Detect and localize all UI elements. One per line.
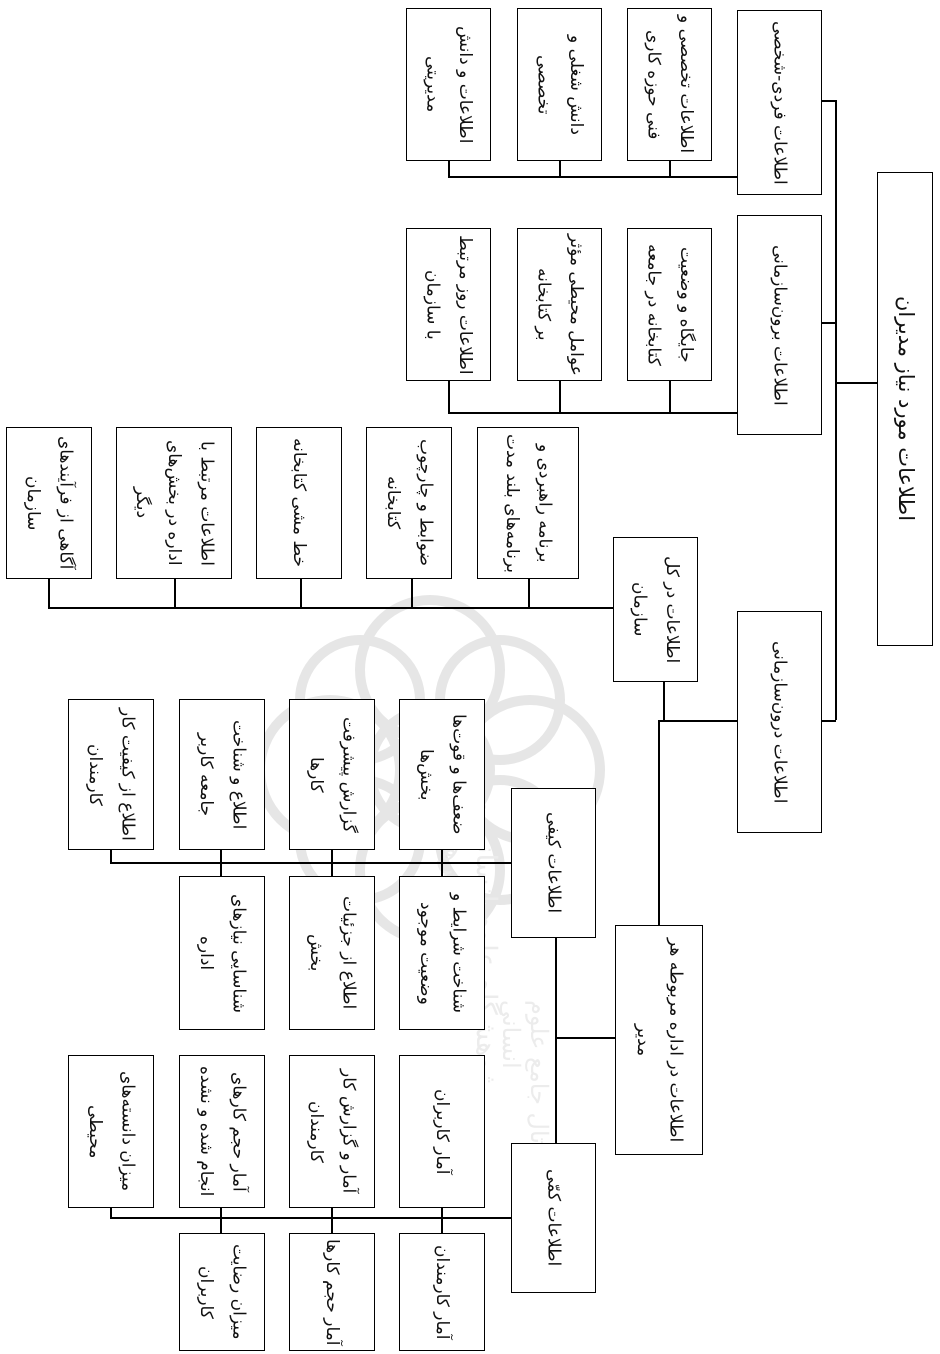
- external-info-item: جایگاه و وضعیت کتابخانه در جامعه: [627, 228, 712, 381]
- connector-line: [110, 1207, 112, 1218]
- qualitative-info-item: اطلاع از جزئیات بخش: [289, 876, 375, 1030]
- personal-info-item: اطلاعات و دانش مدیریتی: [406, 8, 491, 161]
- qualitative-info-item: ضعف‌ها و قوت‌ها بخش‌ها: [399, 699, 485, 850]
- external-info-node: اطلاعات برون‌سازمانی: [737, 215, 822, 435]
- connector-line: [48, 578, 50, 608]
- organization-info-item: ضوابط و چارچوب کتابخانه: [366, 427, 452, 579]
- qualitative-info-node: اطلاعات کیفی: [511, 788, 596, 938]
- connector-line: [411, 578, 413, 608]
- root-node: اطلاعات مورد نیاز مدیران: [877, 172, 933, 646]
- connector-line: [448, 176, 738, 178]
- department-info-node: اطلاعات در اداره مربوطه هر مدیر: [615, 925, 703, 1155]
- personal-info-item: اطلاعات تخصصی و فنی حوزه کاری: [627, 8, 712, 161]
- external-info-item: عوامل محیطی مؤثر بر کتابخانه: [517, 228, 602, 381]
- connector-line: [822, 100, 836, 102]
- connector-line: [555, 1037, 616, 1039]
- connector-line: [110, 1217, 512, 1219]
- qualitative-info-item: اطلاع و شناخت جامعه کاربر: [179, 699, 265, 850]
- connector-line: [836, 382, 878, 384]
- connector-line: [822, 322, 836, 324]
- quantitative-info-item: آمار و گزارش کار کارمندان: [289, 1055, 375, 1208]
- quantitative-info-item: آمار کاربران: [399, 1055, 485, 1208]
- connector-line: [663, 682, 665, 722]
- connector-line: [658, 720, 666, 722]
- connector-line: [110, 849, 112, 863]
- connector-line: [331, 849, 333, 877]
- connector-line: [448, 160, 450, 177]
- quantitative-info-item: آمار حجم کارهای انجام شده و نشده: [179, 1055, 265, 1208]
- connector-line: [835, 100, 837, 720]
- connector-line: [448, 380, 450, 413]
- organization-info-item: اطلاعات مرتبط با اداره در بخش‌های دیگر: [116, 427, 232, 579]
- connector-line: [300, 578, 302, 608]
- connector-line: [528, 578, 530, 608]
- connector-line: [664, 720, 738, 722]
- connector-line: [559, 380, 561, 413]
- organization-info-node: اطلاعات در کل سازمان: [613, 537, 698, 682]
- quantitative-info-node: اطلاعات کمّی: [511, 1143, 596, 1293]
- quantitative-info-item: میزان دانسته‌های محیطی: [68, 1055, 154, 1208]
- connector-line: [110, 862, 512, 864]
- external-info-item: اطلاعات روز مرتبط با سازمان: [406, 228, 491, 381]
- personal-info-item: دانش شغلی و تخصصی: [517, 8, 602, 161]
- connector-line: [441, 1207, 443, 1234]
- connector-line: [559, 160, 561, 177]
- connector-line: [220, 849, 222, 877]
- connector-line: [174, 578, 176, 608]
- qualitative-info-item: گزارش پیشرفت کارها: [289, 699, 375, 850]
- connector-line: [48, 607, 613, 609]
- personal-info-node: اطلاعات فردی-شخصی: [737, 10, 822, 195]
- organization-info-item: آگاهی از فرآیندهای سازمان: [6, 427, 92, 579]
- connector-line: [669, 380, 671, 413]
- organization-info-item: خط مشی کتابخانه: [256, 427, 342, 579]
- connector-line: [555, 938, 557, 1144]
- watermark-text-secondary: پرتال جامع علوم انسانی: [497, 1000, 553, 1164]
- connector-line: [331, 1207, 333, 1234]
- qualitative-info-item: اطلاع از کیفیت کار کارمندان: [68, 699, 154, 850]
- internal-info-node: اطلاعات درون‌سازمانی: [737, 611, 822, 833]
- connector-line: [822, 720, 836, 722]
- quantitative-info-item: میزان رضایت کاربران: [179, 1233, 265, 1351]
- connector-line: [448, 412, 738, 414]
- connector-line: [669, 160, 671, 177]
- connector-line: [220, 1207, 222, 1234]
- qualitative-info-item: شناخت شرایط و وضعیت موجود: [399, 876, 485, 1030]
- quantitative-info-item: آمار حجم کارها: [289, 1233, 375, 1351]
- quantitative-info-item: آمار کارمندان: [399, 1233, 485, 1351]
- connector-line: [441, 849, 443, 877]
- connector-line: [658, 720, 660, 925]
- qualitative-info-item: شناسایی نیازهای اداره: [179, 876, 265, 1030]
- organization-info-item: برنامه راهبردی و برنامه‌های بلند مدت: [477, 427, 579, 579]
